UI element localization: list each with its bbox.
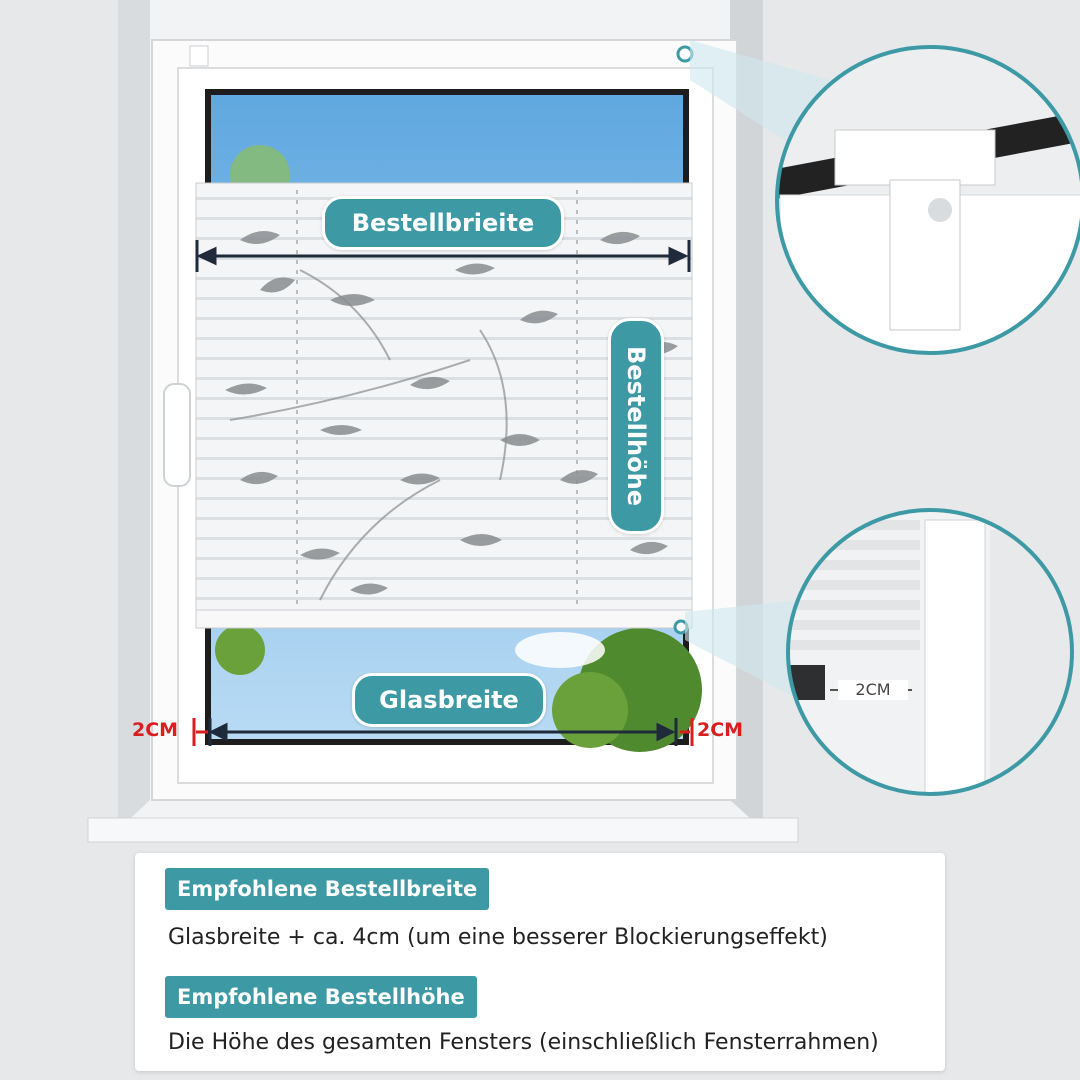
- recommended-width-title: Empfohlene Bestellbreite: [165, 868, 490, 910]
- order-width-label: Bestellbrieite: [322, 196, 564, 250]
- glass-width-arrow: [208, 718, 678, 746]
- margin-markers: [192, 718, 694, 746]
- zoom-top-bracket: [775, 45, 1080, 355]
- left-margin-label: 2CM: [132, 719, 179, 741]
- recommended-height-title: Empfohlene Bestellhöhe: [165, 976, 477, 1018]
- recommended-width-text: Glasbreite + ca. 4cm (um eine besserer B…: [168, 925, 828, 950]
- window-sill: [87, 817, 799, 843]
- order-width-arrow: [195, 240, 691, 272]
- info-panel: Empfohlene Bestellbreite Glasbreite + ca…: [135, 853, 945, 1071]
- zoom-bottom-margin: [786, 508, 1074, 796]
- recommended-height-text: Die Höhe des gesamten Fensters (einschli…: [168, 1030, 879, 1055]
- zoom-margin-label: 2CM: [838, 680, 908, 700]
- window-handle: [163, 383, 191, 487]
- glass-width-label: Glasbreite: [352, 673, 546, 727]
- right-margin-label: 2CM: [697, 719, 744, 741]
- order-height-label: Bestellhöhe: [608, 318, 664, 534]
